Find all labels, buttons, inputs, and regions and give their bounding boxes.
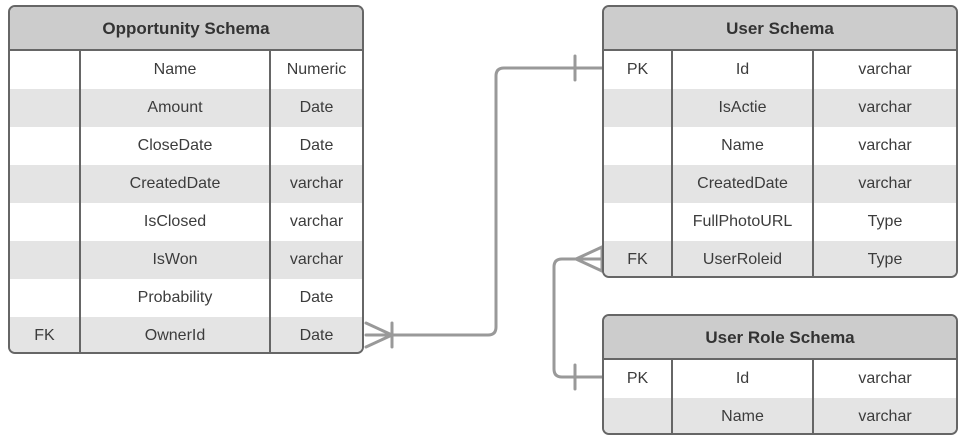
column-list-user-schema: PK Id varchar IsActie varchar Name varch… <box>604 51 956 276</box>
column-name: Probability <box>81 279 271 317</box>
table-row[interactable]: IsClosed varchar <box>10 203 362 241</box>
table-row[interactable]: FullPhotoURL Type <box>604 203 956 241</box>
table-row[interactable]: Name varchar <box>604 127 956 165</box>
column-type: varchar <box>858 99 912 116</box>
column-key <box>604 165 673 203</box>
column-key <box>10 279 81 317</box>
column-name: CreatedDate <box>673 165 814 203</box>
connector-user-to-userrole <box>552 257 604 379</box>
table-row[interactable]: CreatedDate varchar <box>10 165 362 203</box>
entity-user-schema[interactable]: User Schema PK Id varchar IsActie varcha… <box>602 5 958 278</box>
connector-opportunity-to-user <box>364 66 604 337</box>
column-name: FullPhotoURL <box>673 203 814 241</box>
column-name: Name <box>673 398 814 433</box>
column-type: varchar <box>858 408 912 425</box>
column-key: PK <box>604 360 673 398</box>
column-key <box>10 241 81 279</box>
column-key <box>604 89 673 127</box>
table-row[interactable]: Amount Date <box>10 89 362 127</box>
column-list-user-role-schema: PK Id varchar Name varchar <box>604 360 956 433</box>
column-name: Name <box>81 51 271 89</box>
column-type: Type <box>867 213 903 230</box>
table-row[interactable]: PK Id varchar <box>604 51 956 89</box>
table-row[interactable]: CloseDate Date <box>10 127 362 165</box>
column-type: Date <box>299 327 334 344</box>
column-type: varchar <box>289 175 344 192</box>
table-row[interactable]: PK Id varchar <box>604 360 956 398</box>
column-key <box>604 398 673 433</box>
column-key: PK <box>604 51 673 89</box>
column-key <box>10 203 81 241</box>
column-key <box>10 165 81 203</box>
column-name: Name <box>673 127 814 165</box>
column-type: Numeric <box>286 61 347 78</box>
column-type: varchar <box>858 137 912 154</box>
crowfoot-many-user-userroleid <box>574 245 604 273</box>
column-type: varchar <box>858 61 912 78</box>
entity-title-opportunity-schema: Opportunity Schema <box>10 7 362 51</box>
column-key <box>10 51 81 89</box>
column-type: Type <box>867 251 903 268</box>
table-row[interactable]: IsWon varchar <box>10 241 362 279</box>
table-row[interactable]: Probability Date <box>10 279 362 317</box>
column-name: Id <box>673 360 814 398</box>
table-row[interactable]: FK OwnerId Date <box>10 317 362 352</box>
column-type: varchar <box>858 175 912 192</box>
column-type: Date <box>299 137 334 154</box>
entity-title-user-schema: User Schema <box>604 7 956 51</box>
table-row[interactable]: CreatedDate varchar <box>604 165 956 203</box>
table-row[interactable]: Name Numeric <box>10 51 362 89</box>
column-type: Date <box>299 99 334 116</box>
column-type: varchar <box>289 251 344 268</box>
column-key <box>10 127 81 165</box>
table-row[interactable]: Name varchar <box>604 398 956 433</box>
column-list-opportunity-schema: Name Numeric Amount Date CloseDate Date … <box>10 51 362 352</box>
column-name: IsClosed <box>81 203 271 241</box>
table-row[interactable]: FK UserRoleid Type <box>604 241 956 276</box>
column-name: UserRoleid <box>673 241 814 276</box>
column-type: varchar <box>289 213 344 230</box>
column-name: IsWon <box>81 241 271 279</box>
column-type: Date <box>299 289 334 306</box>
column-key: FK <box>604 241 673 276</box>
crowfoot-many-opportunity-ownerid <box>364 321 394 349</box>
column-name: OwnerId <box>81 317 271 352</box>
entity-opportunity-schema[interactable]: Opportunity Schema Name Numeric Amount D… <box>8 5 364 354</box>
column-type: varchar <box>858 370 912 387</box>
entity-title-user-role-schema: User Role Schema <box>604 316 956 360</box>
column-name: CreatedDate <box>81 165 271 203</box>
column-key <box>10 89 81 127</box>
column-name: CloseDate <box>81 127 271 165</box>
column-name: IsActie <box>673 89 814 127</box>
entity-user-role-schema[interactable]: User Role Schema PK Id varchar Name varc… <box>602 314 958 435</box>
column-key <box>604 203 673 241</box>
column-name: Amount <box>81 89 271 127</box>
column-name: Id <box>673 51 814 89</box>
column-key <box>604 127 673 165</box>
column-key: FK <box>10 317 81 352</box>
table-row[interactable]: IsActie varchar <box>604 89 956 127</box>
